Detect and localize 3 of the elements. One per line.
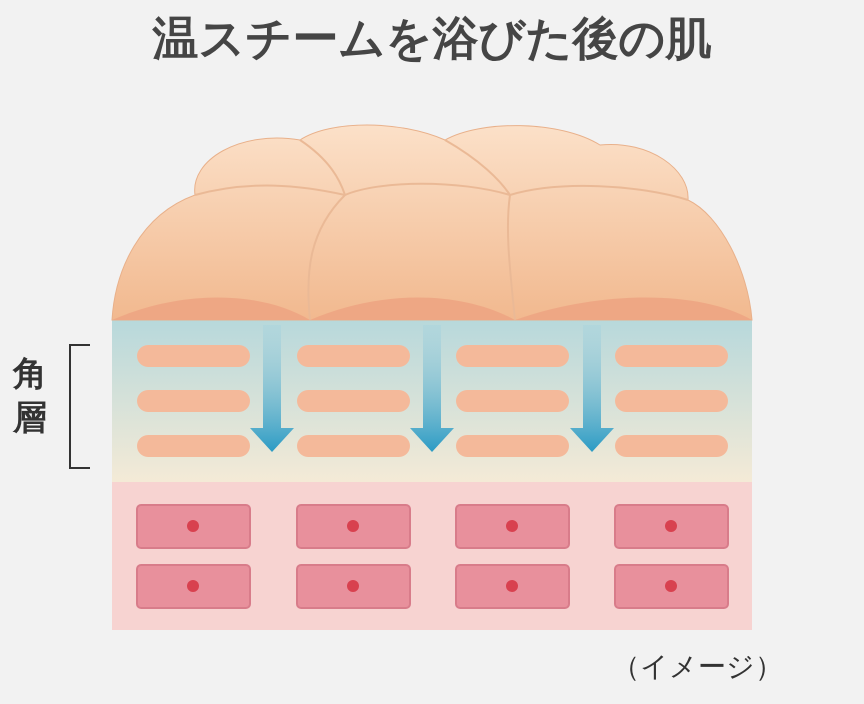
note-text: （イメージ） <box>612 649 783 685</box>
title-heading: 温スチームを浴びた後の肌 <box>151 10 712 67</box>
layer-label: 角層 <box>12 353 48 440</box>
